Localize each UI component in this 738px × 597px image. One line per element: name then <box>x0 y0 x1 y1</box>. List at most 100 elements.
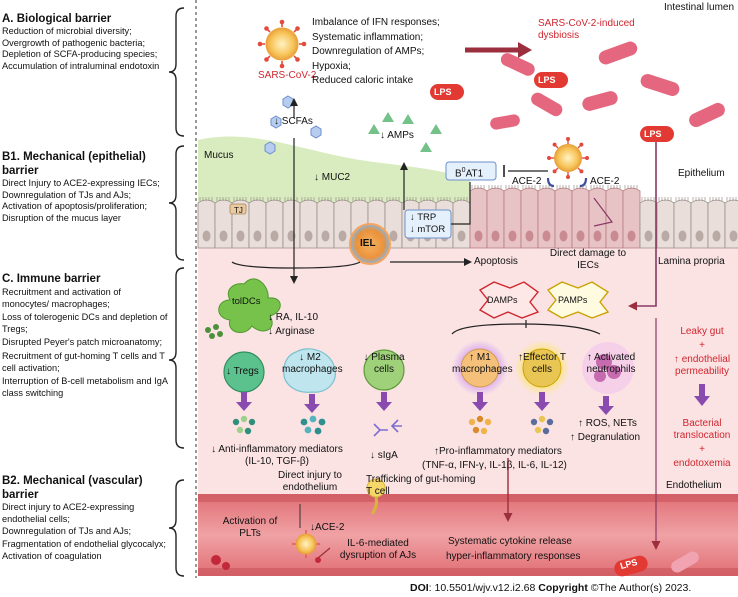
apoptosis-label: Apoptosis <box>474 256 518 267</box>
tight-junction-box <box>229 203 247 215</box>
microvilli <box>658 197 672 201</box>
mtor-label: ↓ mTOR <box>410 224 446 235</box>
panel-biological-title: A. Biological barrier <box>2 13 112 25</box>
microvilli <box>233 197 247 201</box>
damps-burst <box>478 281 540 319</box>
panel-vascular: B2. Mechanical (vascular) barrier Direct… <box>2 474 174 563</box>
dysbiosis-cause: Downregulation of AMPs; <box>312 46 425 57</box>
dysbiosis-cause: Reduced caloric intake <box>312 75 414 86</box>
cell-nucleus <box>236 230 245 242</box>
systematic-cytokine-label: Systematic cytokine release <box>448 536 572 547</box>
microvilli <box>352 197 366 201</box>
sars-cov-2-virus-vessel-icon <box>292 530 320 558</box>
b0at1-sup: 0 <box>461 167 466 174</box>
plasma-cell-icon <box>363 349 405 391</box>
cell-nucleus <box>202 230 211 242</box>
ace2-vessel-label: ↓ACE-2 <box>310 522 345 533</box>
epithelial-cell <box>622 187 641 249</box>
pro-inflammatory-mediator-dots <box>468 415 554 435</box>
panel-vascular-item: Activation of coagulation <box>2 551 102 562</box>
microvilli <box>454 197 468 201</box>
b0at1-rest: AT1 <box>465 168 484 180</box>
cell-nucleus <box>610 230 619 242</box>
amp-molecule-icons <box>368 112 442 152</box>
microvilli <box>488 185 502 189</box>
dysbiosis-causes-list: Imbalance of IFN responses; Systematic i… <box>312 16 462 89</box>
amps-label: ↓ AMPs <box>380 130 414 141</box>
purple-arrows <box>236 384 710 415</box>
copyright-value: ©The Author(s) 2023. <box>587 582 692 594</box>
microvilli <box>369 197 383 201</box>
ros-nets-label: ↑ ROS, NETs <box>578 418 637 429</box>
cell-nucleus <box>644 230 653 242</box>
bacterium <box>490 114 520 130</box>
ra-il10-label: ↓ RA, IL-10 <box>268 312 319 323</box>
pamps-burst <box>546 281 610 319</box>
b0at1-base: B <box>455 168 462 180</box>
trafficking-t-cell-tail <box>370 496 378 515</box>
panel-vascular-item: Downregulation of TJs and AJs; <box>2 526 132 537</box>
lps-badge-label: LPS <box>644 129 662 139</box>
neutrophil-icon <box>582 342 634 394</box>
lps-pamps-arrow <box>628 142 657 311</box>
plts-activation-label: Activation of PLTs <box>222 516 278 539</box>
cell-nucleus <box>219 230 228 242</box>
platelet-icons <box>211 555 230 570</box>
cell-nucleus <box>712 230 721 242</box>
dysbiosis-cause: Hypoxia; <box>312 60 351 72</box>
microvilli <box>335 197 349 201</box>
bacterium <box>689 102 725 128</box>
b0at1-box <box>445 161 497 181</box>
epithelial-cell <box>724 199 738 249</box>
doi-label: DOI <box>410 582 429 594</box>
cell-nucleus <box>338 230 347 242</box>
panel-vascular-item: Fragmentation of endothelial glycocalyx; <box>2 538 166 549</box>
microvilli <box>522 185 536 189</box>
microvilli <box>386 197 400 201</box>
panel-immune-item: Loss of tolerogenic DCs and depletion of… <box>2 312 168 334</box>
cell-nucleus <box>695 230 704 242</box>
cell-nucleus <box>508 230 517 242</box>
microvilli <box>556 185 570 189</box>
cell-nucleus <box>253 230 262 242</box>
tregs-label: ↓ Tregs <box>226 366 259 377</box>
microvilli <box>199 197 213 201</box>
microvilli <box>250 197 264 201</box>
panel-biological: A. Biological barrier Reduction of micro… <box>2 12 172 72</box>
trafficking-label: Trafficking of gut-homing T cell <box>366 474 476 497</box>
lamina-propria-label: Lamina propria <box>658 256 725 267</box>
cell-nucleus <box>576 230 585 242</box>
dysbiosis-label: SARS-CoV-2-induced dysbiosis <box>538 18 635 41</box>
microvilli <box>284 197 298 201</box>
cell-nucleus <box>457 230 466 242</box>
bacterium <box>640 73 680 97</box>
bacterium <box>531 92 563 117</box>
panel-epithelial-title: B1. Mechanical (epithelial) barrier <box>2 151 146 177</box>
epithelium-region-label: Epithelium <box>678 168 725 179</box>
panel-biological-item: Depletion of SCFA-producing species; <box>2 49 158 60</box>
muc2-label: ↓ MUC2 <box>314 172 351 183</box>
cell-nucleus <box>321 230 330 242</box>
bacteria-group <box>490 41 725 573</box>
microvilli <box>624 185 638 189</box>
plus-sign: + <box>699 340 705 351</box>
pamps-label: PAMPs <box>558 295 588 305</box>
arginase-label: ↓ Arginase <box>268 326 315 337</box>
panel-immune-title: C. Immune barrier <box>2 273 101 285</box>
cell-nucleus <box>542 230 551 242</box>
sars-cov-2-label: SARS-CoV-2 <box>258 70 317 81</box>
panel-immune-item: Recruitment and activation of monocytes/… <box>2 287 121 309</box>
microvilli <box>318 197 332 201</box>
mucus-layer <box>198 136 470 205</box>
ace2-label-left: ACE-2 <box>512 176 542 187</box>
siga-antibody-icons <box>373 419 402 437</box>
microvilli <box>607 185 621 189</box>
endothelium-label: Endothelium <box>666 480 722 491</box>
danger-signal-bracket <box>451 323 601 335</box>
cell-nucleus <box>304 230 313 242</box>
bacterium <box>598 41 638 65</box>
microvilli <box>437 197 451 201</box>
microvilli <box>471 185 485 189</box>
citation-footer: DOI: 10.5501/wjv.v12.i2.68 Copyright ©Th… <box>410 582 691 594</box>
degranulation-label: ↑ Degranulation <box>570 432 641 443</box>
